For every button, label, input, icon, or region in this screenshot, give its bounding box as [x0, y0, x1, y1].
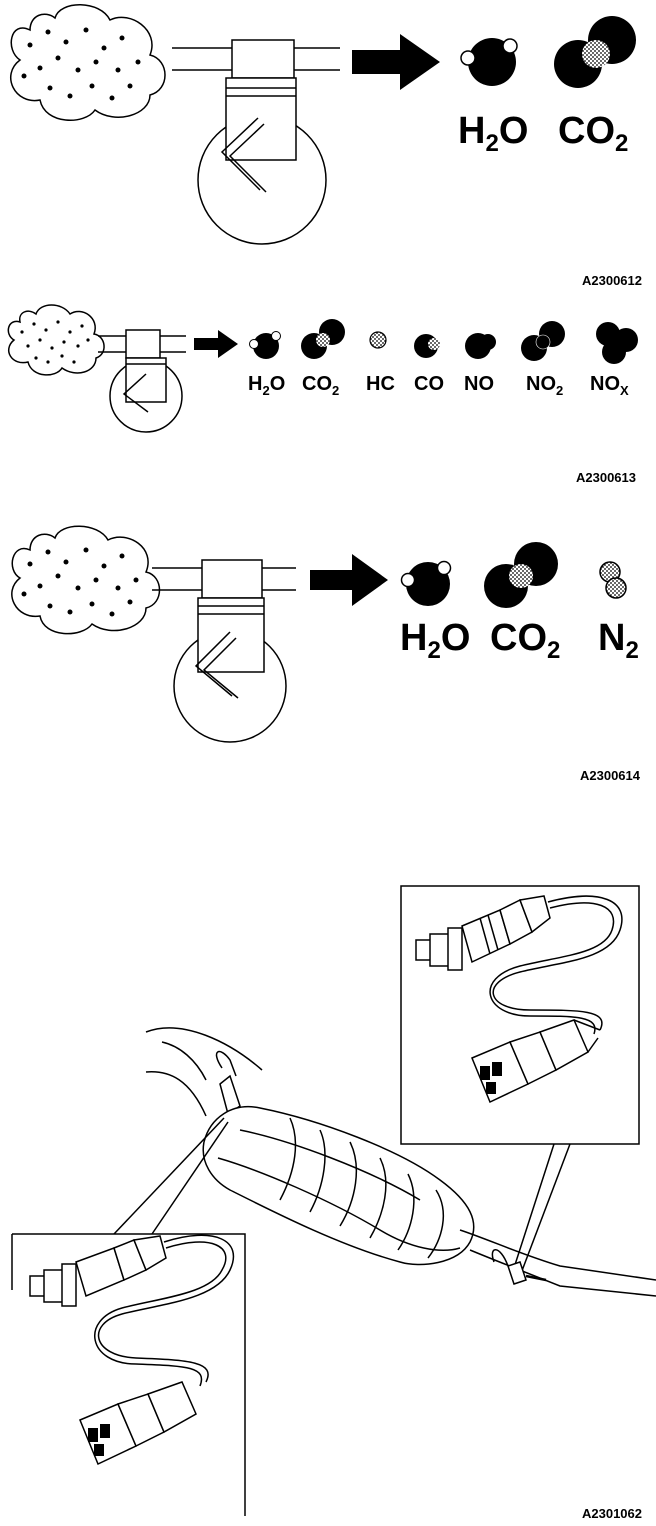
co2-molecule-icon: [554, 16, 636, 88]
sensor-connector-icon: [79, 1381, 197, 1466]
fuel-cloud-icon: [11, 525, 161, 635]
no2-molecule-icon: [521, 321, 565, 361]
figure-id: A2300613: [576, 470, 636, 485]
arrow-right-icon: [310, 554, 388, 606]
upstream-sensor-inset: [11, 1117, 246, 1516]
h2o-molecule-icon: [460, 38, 518, 86]
formula-h2o: H2O: [248, 373, 285, 398]
formula-co2: CO2: [490, 617, 560, 664]
formula-no: NO: [464, 373, 494, 395]
formula-h2o: H2O: [458, 110, 528, 157]
sensor-connector-icon: [471, 1019, 601, 1104]
formula-co: CO: [414, 373, 444, 395]
formula-co2: CO2: [558, 110, 628, 157]
formula-hc: HC: [366, 373, 395, 395]
figure-id: A2300614: [580, 768, 641, 783]
hc-molecule-icon: [369, 331, 387, 349]
formula-co2: CO2: [302, 373, 339, 398]
h2o-molecule-icon: [400, 560, 452, 606]
oxygen-sensor-icon: [29, 1235, 167, 1307]
formula-h2o: H2O: [400, 617, 470, 664]
arrow-right-icon: [194, 330, 238, 358]
panel-combustion-real: H2O CO2 HC CO NO NO2 NOX A2300613: [0, 300, 656, 490]
fuel-cloud-icon: [10, 4, 166, 121]
fuel-cloud-icon: [7, 304, 105, 376]
engine-pipe-icon: [98, 329, 186, 433]
co-molecule-icon: [414, 334, 440, 358]
nox-molecule-icon: [596, 322, 638, 364]
engine-pipe-icon: [172, 39, 340, 245]
n2-molecule-icon: [599, 561, 627, 599]
figure-id: A2301062: [582, 1506, 642, 1521]
oxygen-sensor-icon: [415, 895, 551, 971]
panel-combustion-ideal: H2O CO2 A2300612: [0, 0, 656, 300]
panel-oxygen-sensors: A2301062: [0, 870, 656, 1526]
figure-id: A2300612: [582, 273, 642, 288]
co2-molecule-icon: [484, 542, 558, 608]
h2o-molecule-icon: [249, 331, 281, 359]
formula-n2: N2: [598, 617, 639, 664]
panel-combustion-catalyst: H2O CO2 N2 A2300614: [0, 520, 656, 790]
no-molecule-icon: [465, 333, 496, 359]
formula-nox: NOX: [590, 373, 629, 398]
catalytic-converter-icon: [145, 1027, 656, 1297]
engine-pipe-icon: [152, 559, 296, 743]
formula-no2: NO2: [526, 373, 563, 398]
arrow-right-icon: [352, 34, 440, 90]
co2-molecule-icon: [301, 319, 345, 359]
downstream-sensor-inset: [400, 885, 640, 1277]
